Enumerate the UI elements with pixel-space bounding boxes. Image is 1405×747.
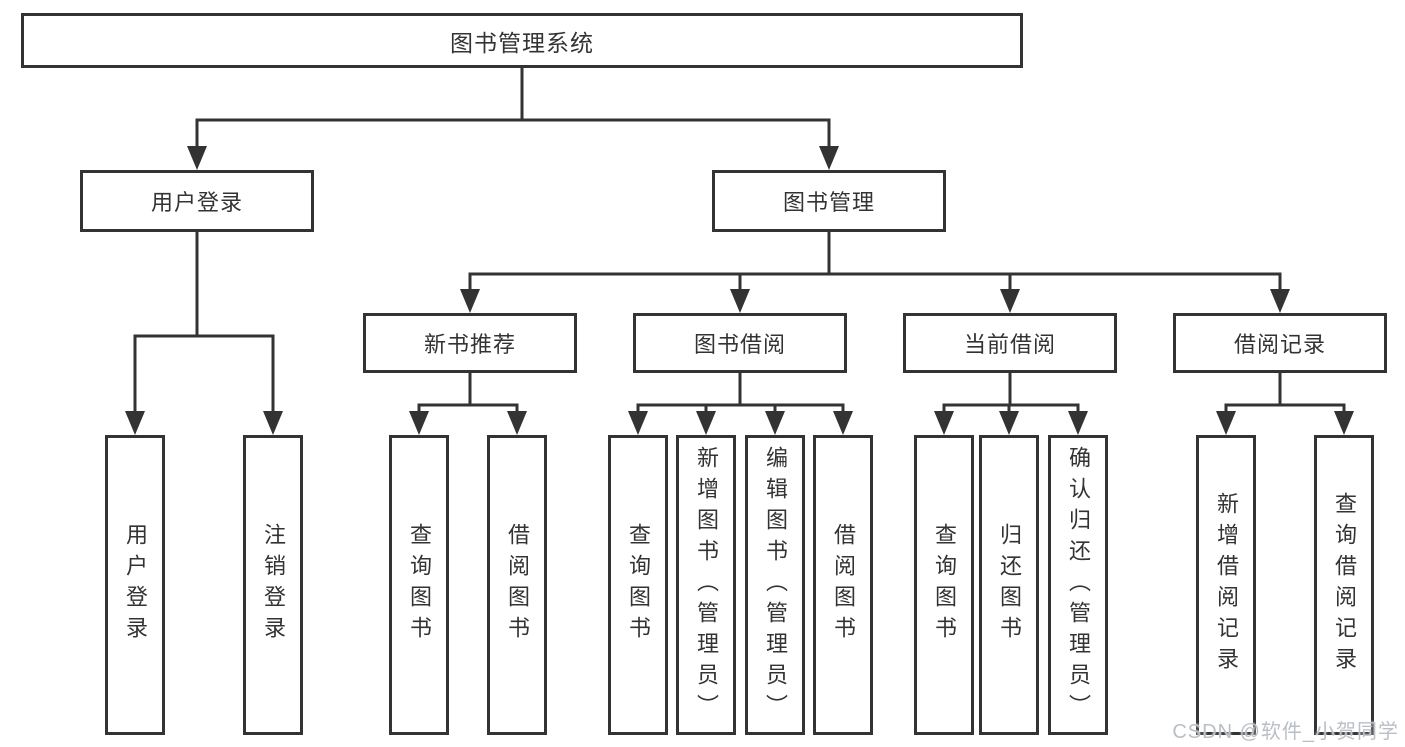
arrowhead-icon <box>263 411 283 435</box>
node-label: 用户登录 <box>123 523 148 647</box>
node-label: 查询图书 <box>407 523 432 647</box>
node-label: 当前借阅 <box>963 332 1056 357</box>
node-label: 查询借阅记录 <box>1332 492 1357 678</box>
arrowhead-icon <box>507 411 527 435</box>
leaf-add-book-admin: 新增图书（管理员） <box>676 435 736 735</box>
node-label: 图书管理 <box>782 190 875 215</box>
arrowhead-icon <box>628 411 648 435</box>
leaf-borrow-book-1: 借阅图书 <box>487 435 547 735</box>
node-root-system: 图书管理系统 <box>21 13 1023 68</box>
leaf-query-book-2: 查询图书 <box>608 435 668 735</box>
node-label: 归还图书 <box>997 523 1022 647</box>
arrowhead-icon <box>934 411 954 435</box>
arrowhead-icon <box>819 146 839 170</box>
leaf-confirm-return-admin: 确认归还（管理员） <box>1048 435 1108 735</box>
arrowhead-icon <box>1000 289 1020 313</box>
node-new-book-recommend: 新书推荐 <box>363 313 577 373</box>
leaf-edit-book-admin: 编辑图书（管理员） <box>745 435 805 735</box>
leaf-add-borrow-record: 新增借阅记录 <box>1196 435 1256 735</box>
node-label: 借阅图书 <box>505 523 530 647</box>
node-label: 查询图书 <box>932 523 957 647</box>
node-label: 编辑图书（管理员） <box>763 445 788 725</box>
node-label: 用户登录 <box>150 190 243 215</box>
node-user-login: 用户登录 <box>80 170 314 232</box>
node-current-borrow: 当前借阅 <box>903 313 1117 373</box>
leaf-query-book-1: 查询图书 <box>389 435 449 735</box>
leaf-return-book: 归还图书 <box>979 435 1039 735</box>
node-book-borrow: 图书借阅 <box>633 313 847 373</box>
leaf-borrow-book-2: 借阅图书 <box>813 435 873 735</box>
arrowhead-icon <box>460 289 480 313</box>
arrowhead-icon <box>1068 411 1088 435</box>
arrowhead-icon <box>833 411 853 435</box>
arrowhead-icon <box>187 146 207 170</box>
node-label: 图书管理系统 <box>450 29 594 56</box>
leaf-query-borrow-record: 查询借阅记录 <box>1314 435 1374 735</box>
node-label: 图书借阅 <box>693 332 786 357</box>
node-label: 查询图书 <box>626 523 651 647</box>
node-label: 确认归还（管理员） <box>1066 445 1091 725</box>
leaf-user-login: 用户登录 <box>105 435 165 735</box>
arrowhead-icon <box>1270 289 1290 313</box>
node-label: 新书推荐 <box>423 332 516 357</box>
arrowhead-icon <box>999 411 1019 435</box>
node-label: 注销登录 <box>261 523 286 647</box>
leaf-query-book-3: 查询图书 <box>914 435 974 735</box>
node-label: 新增图书（管理员） <box>694 445 719 725</box>
arrowhead-icon <box>765 411 785 435</box>
arrowhead-icon <box>125 411 145 435</box>
node-book-manage: 图书管理 <box>712 170 946 232</box>
arrowhead-icon <box>409 411 429 435</box>
leaf-logout: 注销登录 <box>243 435 303 735</box>
arrowhead-icon <box>730 289 750 313</box>
node-label: 新增借阅记录 <box>1214 492 1239 678</box>
arrowhead-icon <box>696 411 716 435</box>
node-label: 借阅记录 <box>1233 332 1326 357</box>
arrowhead-icon <box>1334 411 1354 435</box>
arrowhead-icon <box>1216 411 1236 435</box>
node-label: 借阅图书 <box>831 523 856 647</box>
node-borrow-record: 借阅记录 <box>1173 313 1387 373</box>
